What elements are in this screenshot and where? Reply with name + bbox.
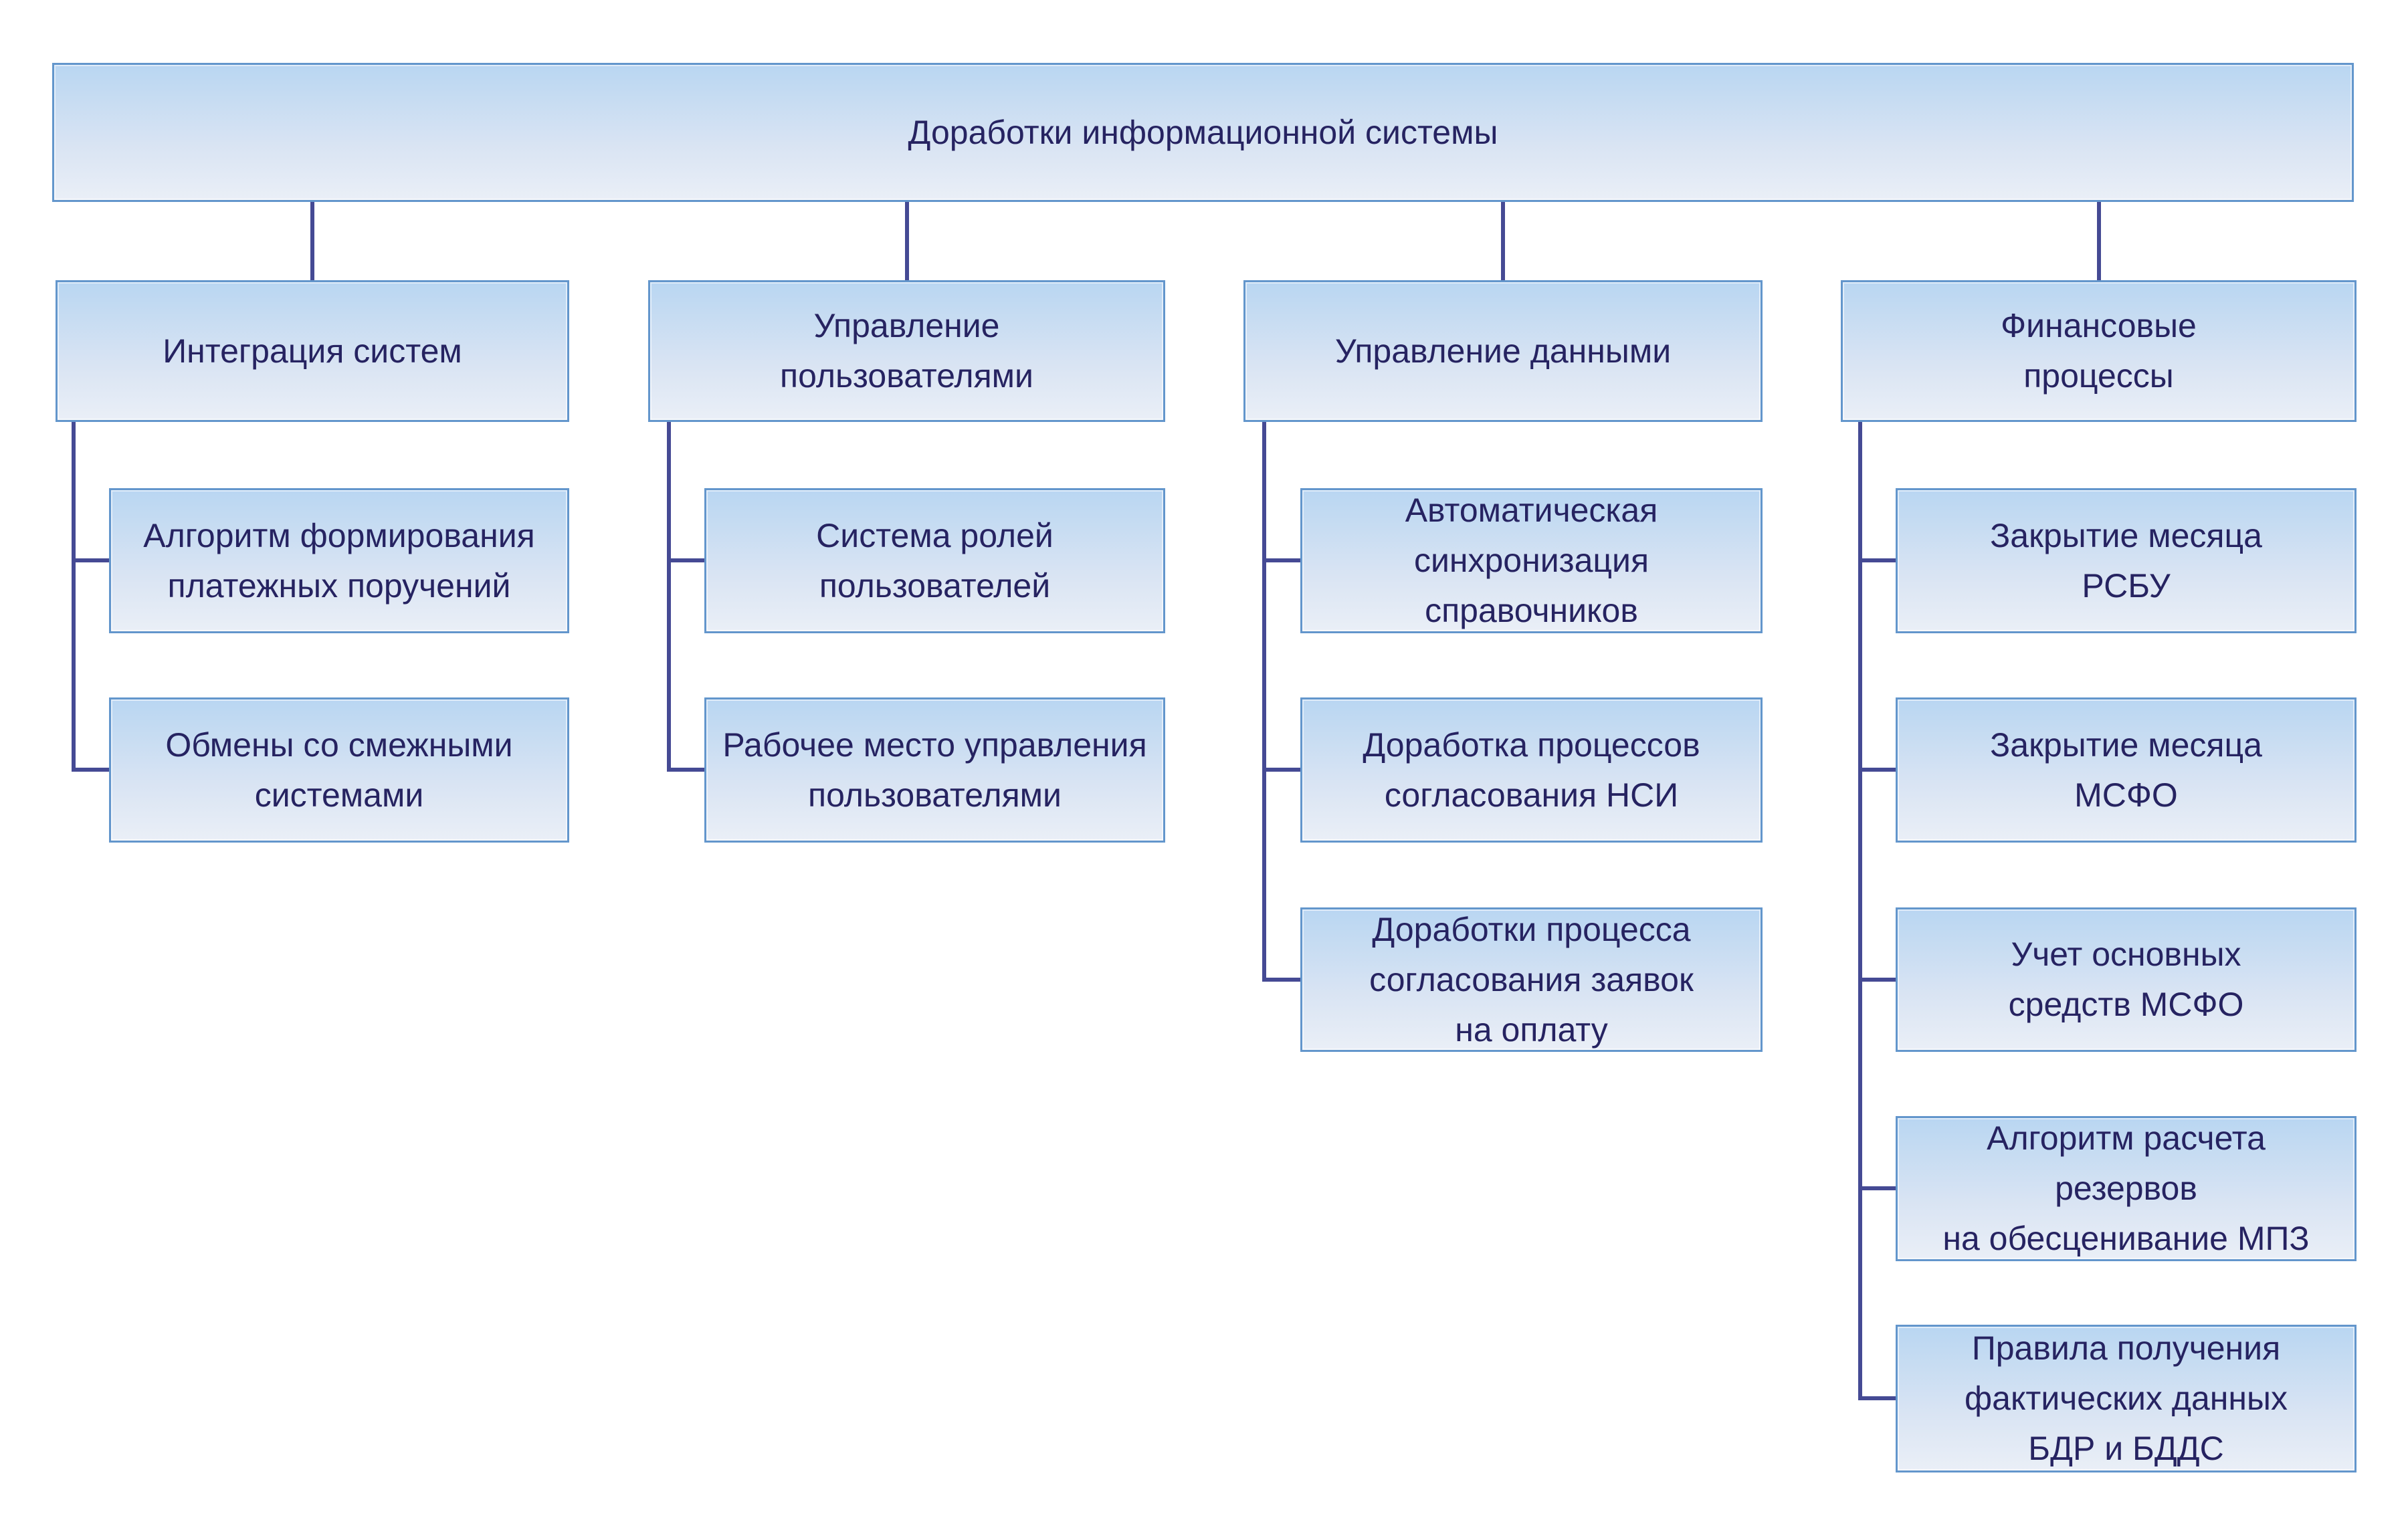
node-label: Закрытие месяца РСБУ [1990,516,2262,605]
node-financial-processes: Финансовые процессы [1841,280,2356,422]
node-label: Алгоритм расчета резервов на обесцениван… [1942,1119,2310,1257]
node-month-close-rsbu: Закрытие месяца РСБУ [1896,488,2356,633]
node-label: Интеграция систем [163,332,462,370]
node-auto-sync-directories: Автоматическая синхронизация справочнико… [1300,488,1763,633]
node-label: Доработки процесса согласования заявок н… [1369,910,1694,1049]
node-user-roles-system: Система ролей пользователей [704,488,1165,633]
node-payment-requests-approval: Доработки процесса согласования заявок н… [1300,907,1763,1052]
node-label: Закрытие месяца МСФО [1990,726,2262,814]
node-month-close-msfo: Закрытие месяца МСФО [1896,697,2356,843]
node-root: Доработки информационной системы [52,63,2354,202]
node-user-management-workplace: Рабочее место управления пользователями [704,697,1165,843]
node-fixed-assets-msfo: Учет основных средств МСФО [1896,907,2356,1052]
node-label: Обмены со смежными системами [165,726,513,814]
node-nsi-approval-processes: Доработка процессов согласования НСИ [1300,697,1763,843]
node-label: Учет основных средств МСФО [2008,936,2244,1023]
node-label: Система ролей пользователей [816,516,1054,605]
node-reserves-calculation-algorithm: Алгоритм расчета резервов на обесцениван… [1896,1116,2356,1261]
node-actual-data-rules: Правила получения фактических данных БДР… [1896,1325,2356,1472]
node-label: Алгоритм формирования платежных поручени… [143,516,535,605]
node-label: Доработка процессов согласования НСИ [1363,726,1700,814]
node-root-label: Доработки информационной системы [908,113,1498,151]
node-payment-orders-algorithm: Алгоритм формирования платежных поручени… [109,488,569,633]
node-label: Автоматическая синхронизация справочнико… [1405,492,1658,629]
node-label: Рабочее место управления пользователями [722,726,1147,814]
node-data-management: Управление данными [1243,280,1763,422]
node-label: Финансовые процессы [2001,307,2197,395]
node-label: Правила получения фактических данных БДР… [1965,1329,2288,1467]
node-adjacent-systems-exchanges: Обмены со смежными системами [109,697,569,843]
node-user-management: Управление пользователями [648,280,1165,422]
node-label: Управление данными [1334,332,1672,370]
node-label: Управление пользователями [780,307,1033,395]
node-systems-integration: Интеграция систем [56,280,569,422]
